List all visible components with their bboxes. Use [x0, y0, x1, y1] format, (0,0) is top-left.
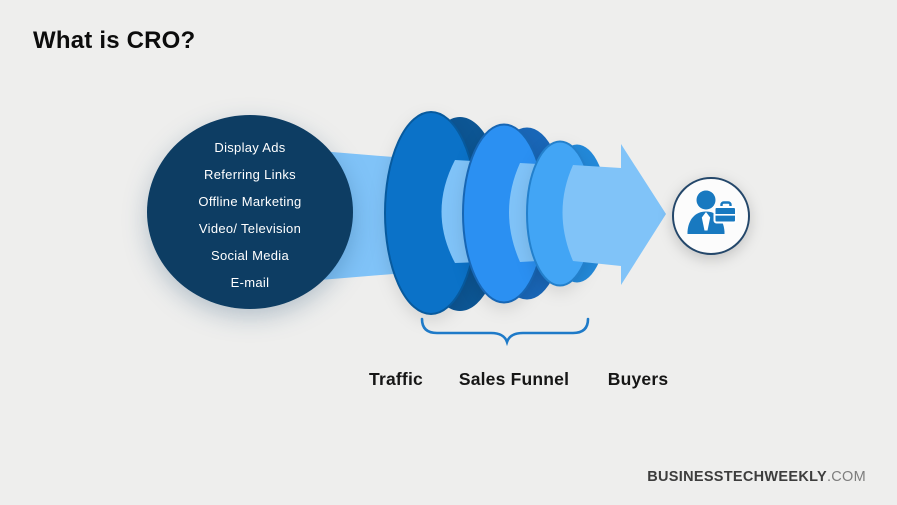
watermark-brand: BUSINESSTECHWEEKLY — [647, 469, 827, 485]
buyer-badge — [672, 177, 750, 255]
traffic-sources-list: Display Ads Referring Links Offline Mark… — [140, 134, 360, 296]
label-sales-funnel: Sales Funnel — [458, 369, 570, 389]
traffic-source-item: Referring Links — [204, 167, 296, 182]
page-title: What is CRO? — [33, 27, 196, 54]
traffic-source-item: Video/ Television — [198, 221, 302, 236]
label-traffic: Traffic — [369, 369, 423, 389]
watermark: BUSINESSTECHWEEKLY.COM — [647, 469, 866, 485]
traffic-circle — [147, 115, 353, 309]
traffic-source-item: Offline Marketing — [198, 194, 302, 209]
traffic-source-item: E-mail — [230, 275, 270, 290]
traffic-source-item: Display Ads — [214, 140, 286, 155]
curly-brace-icon — [420, 317, 590, 347]
arrow-head — [562, 144, 666, 285]
businessman-briefcase-icon — [687, 190, 737, 234]
traffic-source-item: Social Media — [210, 248, 290, 263]
label-buyers: Buyers — [607, 369, 669, 389]
watermark-suffix: .COM — [826, 469, 866, 485]
